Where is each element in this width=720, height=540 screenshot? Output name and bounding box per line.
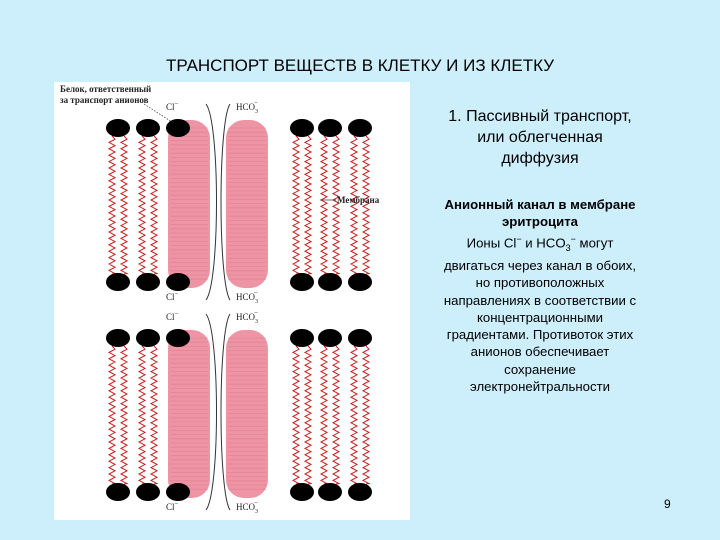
transport-heading: 1. Пассивный транспорт, или облегченная … [410, 106, 670, 169]
protein-label-line2: за транспорт анионов [60, 95, 149, 105]
desc-line: анионов обеспечивает [470, 344, 610, 360]
membrane-panel-top: Cl− HCO3− Cl− HCO3− [106, 99, 372, 305]
cl-ion-label: Cl− [166, 310, 179, 322]
hco3-flow-arrow [220, 313, 231, 511]
desc-minus2: − [570, 233, 576, 244]
page-number: 9 [664, 497, 671, 511]
desc-title-line: Анионный канал в мембране [444, 197, 636, 212]
lipid-head [106, 119, 130, 137]
lipid-head [348, 119, 372, 137]
lipid-head [106, 329, 130, 347]
hco3-ion-label: HCO3− [236, 289, 258, 305]
membrane-panel-bottom: Cl− HCO3− Cl− HCO3− [106, 309, 372, 515]
desc-line: сохранение [504, 361, 576, 377]
lipid-head [318, 119, 342, 137]
desc-ions-line: Ионы Cl− и HCO3− могут [410, 231, 670, 257]
desc-title-line: эритроцита [501, 214, 579, 230]
desc-line: электронейтральности [470, 379, 610, 394]
cl-ion-label: Cl− [166, 500, 179, 512]
lipid-head [318, 483, 342, 501]
lipid-head [136, 119, 160, 137]
heading-line: или облегченная [477, 129, 603, 146]
anion-channel-figure: Cl− HCO3− Cl− HCO3− Cl− HCO3− Cl− HCO3− Белок,… [54, 82, 410, 520]
desc-ions-suffix: могут [575, 234, 614, 250]
cl-flow-arrow [205, 313, 217, 511]
desc-line: градиентами. Противоток этих [446, 327, 634, 343]
lipid-head [290, 329, 314, 347]
lipid-head [136, 329, 160, 347]
heading-line: диффузия [501, 150, 579, 167]
lipid-head [318, 273, 342, 291]
lipid-head [166, 329, 190, 347]
desc-ions-prefix: Ионы Cl [466, 234, 517, 250]
cl-flow-arrow [205, 103, 217, 301]
slide-title: ТРАНСПОРТ ВЕЩЕСТВ В КЛЕТКУ И ИЗ КЛЕТКУ [165, 56, 554, 75]
heading-line: 1. Пассивный транспорт, [448, 108, 632, 125]
lipid-head [348, 483, 372, 501]
lipid-head [290, 119, 314, 137]
hco3-flow-arrow [220, 103, 231, 301]
channel-description: Анионный канал в мембране эритроцита Ион… [410, 196, 670, 395]
desc-line: направлениях в соответствии с [443, 292, 637, 308]
desc-ions-mid: и HCO [521, 234, 566, 250]
hco3-ion-label: HCO3− [236, 99, 258, 115]
desc-sub3: 3 [565, 242, 571, 253]
cl-ion-label: Cl− [166, 290, 179, 302]
lipid-head [290, 273, 314, 291]
lipid-head [348, 329, 372, 347]
lipid-head [106, 483, 130, 501]
desc-line: концентрационными [477, 309, 603, 325]
lipid-head [348, 273, 372, 291]
desc-line: но противоположных [475, 275, 605, 291]
lipid-head [136, 483, 160, 501]
lipid-head [136, 273, 160, 291]
lipid-head [166, 119, 190, 137]
hco3-ion-label: HCO3− [236, 499, 258, 515]
lipid-head [166, 483, 190, 501]
cl-ion-label: Cl− [166, 100, 179, 112]
lipid-head [290, 483, 314, 501]
hco3-ion-label: HCO3− [236, 309, 258, 325]
lipid-head [106, 273, 130, 291]
membrane-label: Мембрана [337, 195, 380, 205]
lipid-head [166, 273, 190, 291]
desc-line: двигаться через канал в обоих, [443, 257, 637, 273]
desc-minus: − [516, 233, 522, 244]
lipid-head [318, 329, 342, 347]
protein-label-line1: Белок, ответственный [60, 84, 151, 94]
